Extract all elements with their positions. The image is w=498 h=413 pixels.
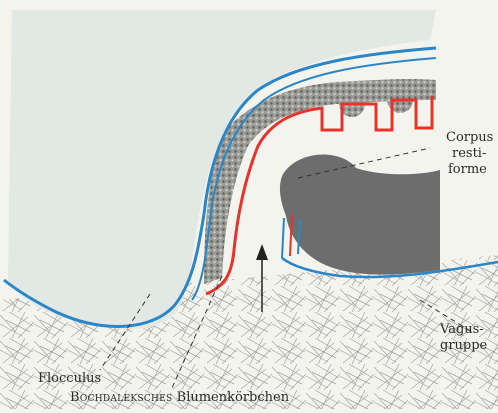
corpus-restiforme-label-1: Corpus bbox=[446, 130, 493, 145]
arrow-head bbox=[256, 244, 268, 260]
vagus-gruppe-label-2: gruppe bbox=[440, 338, 487, 353]
corpus-restiforme-label-2: resti- bbox=[452, 146, 486, 161]
bochdalek-label: Bochdaleksches Blumenkörbchen bbox=[70, 390, 289, 405]
bochdalek-name: Bochdaleksches bbox=[70, 390, 173, 405]
vagus-root bbox=[282, 218, 284, 258]
bochdalek-rest: Blumenkörbchen bbox=[177, 390, 289, 405]
flocculus-label: Flocculus bbox=[38, 371, 101, 386]
corpus-restiforme bbox=[280, 155, 440, 275]
corpus-restiforme-label-3: forme bbox=[448, 162, 487, 177]
vagus-gruppe-label-1: Vagus- bbox=[440, 322, 484, 337]
